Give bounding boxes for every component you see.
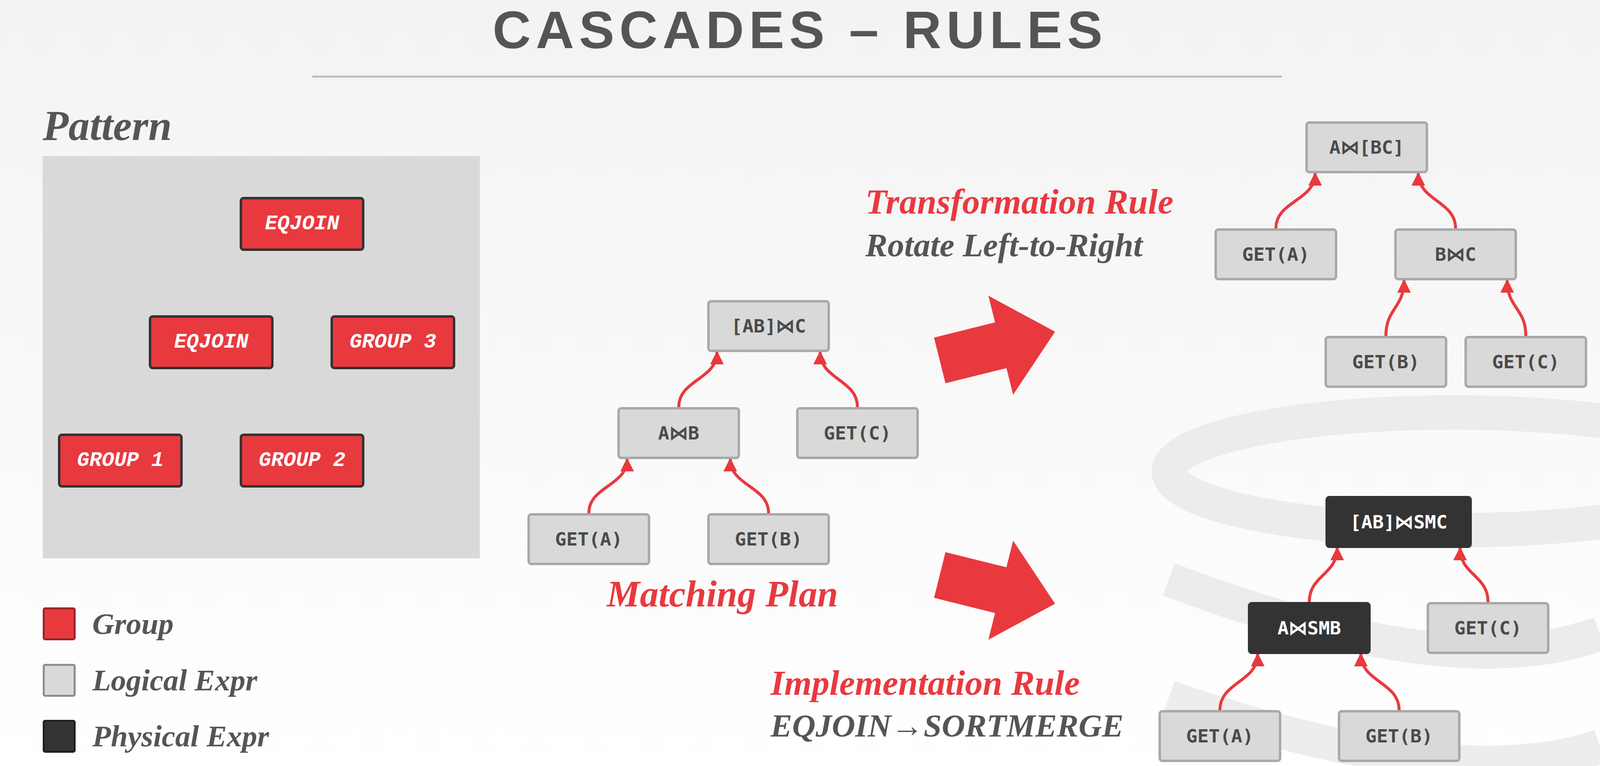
legend-label: Logical Expr bbox=[92, 663, 258, 697]
block-arrow bbox=[927, 525, 1068, 654]
legend-entry: Physical Expr bbox=[42, 719, 270, 753]
connector-arrow bbox=[1418, 173, 1456, 229]
node-label: GET(A) bbox=[1241, 243, 1310, 266]
node-label: [AB]⋈C bbox=[731, 315, 806, 337]
slide-title: CASCADES – RULES bbox=[0, 0, 1600, 60]
logical-expr-box: GET(C) bbox=[796, 407, 919, 460]
node-label: EQJOIN bbox=[173, 330, 249, 355]
connector-arrow bbox=[730, 459, 769, 514]
logical-expr-box: GET(A) bbox=[527, 513, 651, 566]
node-label: A⋈[BC] bbox=[1329, 136, 1405, 159]
logical-expr-box: A⋈[BC] bbox=[1305, 121, 1429, 174]
group-box: GROUP 3 bbox=[330, 315, 456, 370]
node-label: EQJOIN bbox=[264, 212, 339, 236]
legend-entry: Group bbox=[42, 606, 174, 641]
group-box: EQJOIN bbox=[148, 315, 274, 370]
connector-arrow bbox=[1219, 654, 1258, 711]
logical-expr-box: GET(B) bbox=[1324, 335, 1448, 388]
node-label: GET(B) bbox=[734, 528, 802, 551]
connector-arrow bbox=[1385, 280, 1405, 336]
rule-note: Rotate Left-to-Right bbox=[865, 226, 1143, 264]
group-box: EQJOIN bbox=[239, 196, 365, 251]
title-underline bbox=[312, 75, 1282, 78]
logical-expr-box: A⋈B bbox=[617, 407, 741, 460]
node-label: GET(B) bbox=[1351, 351, 1420, 373]
rule-heading: Matching Plan bbox=[606, 573, 839, 615]
block-arrow bbox=[927, 282, 1068, 411]
connector-arrow bbox=[820, 352, 858, 408]
logical-expr-box: [AB]⋈C bbox=[707, 300, 830, 353]
legend-label: Group bbox=[92, 606, 174, 641]
connector-arrow bbox=[1309, 548, 1338, 603]
node-label: [AB]⋈SMC bbox=[1350, 511, 1448, 533]
panel-heading: Pattern bbox=[42, 102, 172, 150]
node-label: GET(A) bbox=[1186, 725, 1254, 747]
pattern-panel: PatternEQJOINEQJOINGROUP 3GROUP 1GROUP 2 bbox=[42, 156, 480, 559]
node-label: GET(A) bbox=[554, 528, 623, 551]
node-label: GET(B) bbox=[1365, 725, 1433, 747]
node-label: GROUP 1 bbox=[77, 448, 164, 473]
group-box: GROUP 2 bbox=[239, 433, 365, 488]
node-label: B⋈C bbox=[1434, 243, 1477, 266]
connector-arrow bbox=[1460, 548, 1489, 603]
rule-heading: Implementation Rule bbox=[770, 663, 1080, 703]
legend-swatch bbox=[42, 719, 76, 753]
logical-expr-box: GET(C) bbox=[1464, 335, 1588, 388]
node-label: GROUP 3 bbox=[349, 330, 437, 355]
node-label: GROUP 2 bbox=[258, 448, 346, 473]
logical-expr-box: GET(C) bbox=[1426, 602, 1550, 655]
connector-arrow bbox=[1360, 654, 1400, 711]
block-arrow-shape bbox=[927, 525, 1068, 654]
legend-swatch bbox=[42, 663, 76, 697]
legend-swatch bbox=[42, 607, 76, 641]
block-arrow-shape bbox=[927, 282, 1068, 411]
connector-arrow bbox=[588, 459, 628, 514]
node-label: A⋈B bbox=[658, 422, 700, 444]
logical-expr-box: B⋈C bbox=[1394, 228, 1518, 281]
logical-expr-box: GET(B) bbox=[707, 513, 830, 566]
physical-expr-box: [AB]⋈SMC bbox=[1325, 496, 1472, 549]
legend-label: Physical Expr bbox=[92, 719, 270, 753]
legend-entry: Logical Expr bbox=[42, 663, 258, 697]
logical-expr-box: GET(B) bbox=[1337, 710, 1461, 763]
physical-expr-box: A⋈SMB bbox=[1247, 602, 1371, 655]
connector-arrow bbox=[678, 352, 718, 408]
connector-arrow bbox=[1507, 280, 1526, 336]
node-label: A⋈SMB bbox=[1277, 617, 1342, 639]
node-label: GET(C) bbox=[1454, 617, 1522, 639]
logical-expr-box: GET(A) bbox=[1158, 710, 1282, 763]
connector-arrow bbox=[1275, 173, 1316, 229]
node-label: GET(C) bbox=[823, 422, 891, 444]
rule-heading: Transformation Rule bbox=[865, 182, 1174, 222]
group-box: GROUP 1 bbox=[57, 433, 183, 488]
node-label: GET(C) bbox=[1491, 351, 1560, 373]
logical-expr-box: GET(A) bbox=[1214, 228, 1338, 281]
rule-note: EQJOIN→SORTMERGE bbox=[770, 708, 1124, 745]
